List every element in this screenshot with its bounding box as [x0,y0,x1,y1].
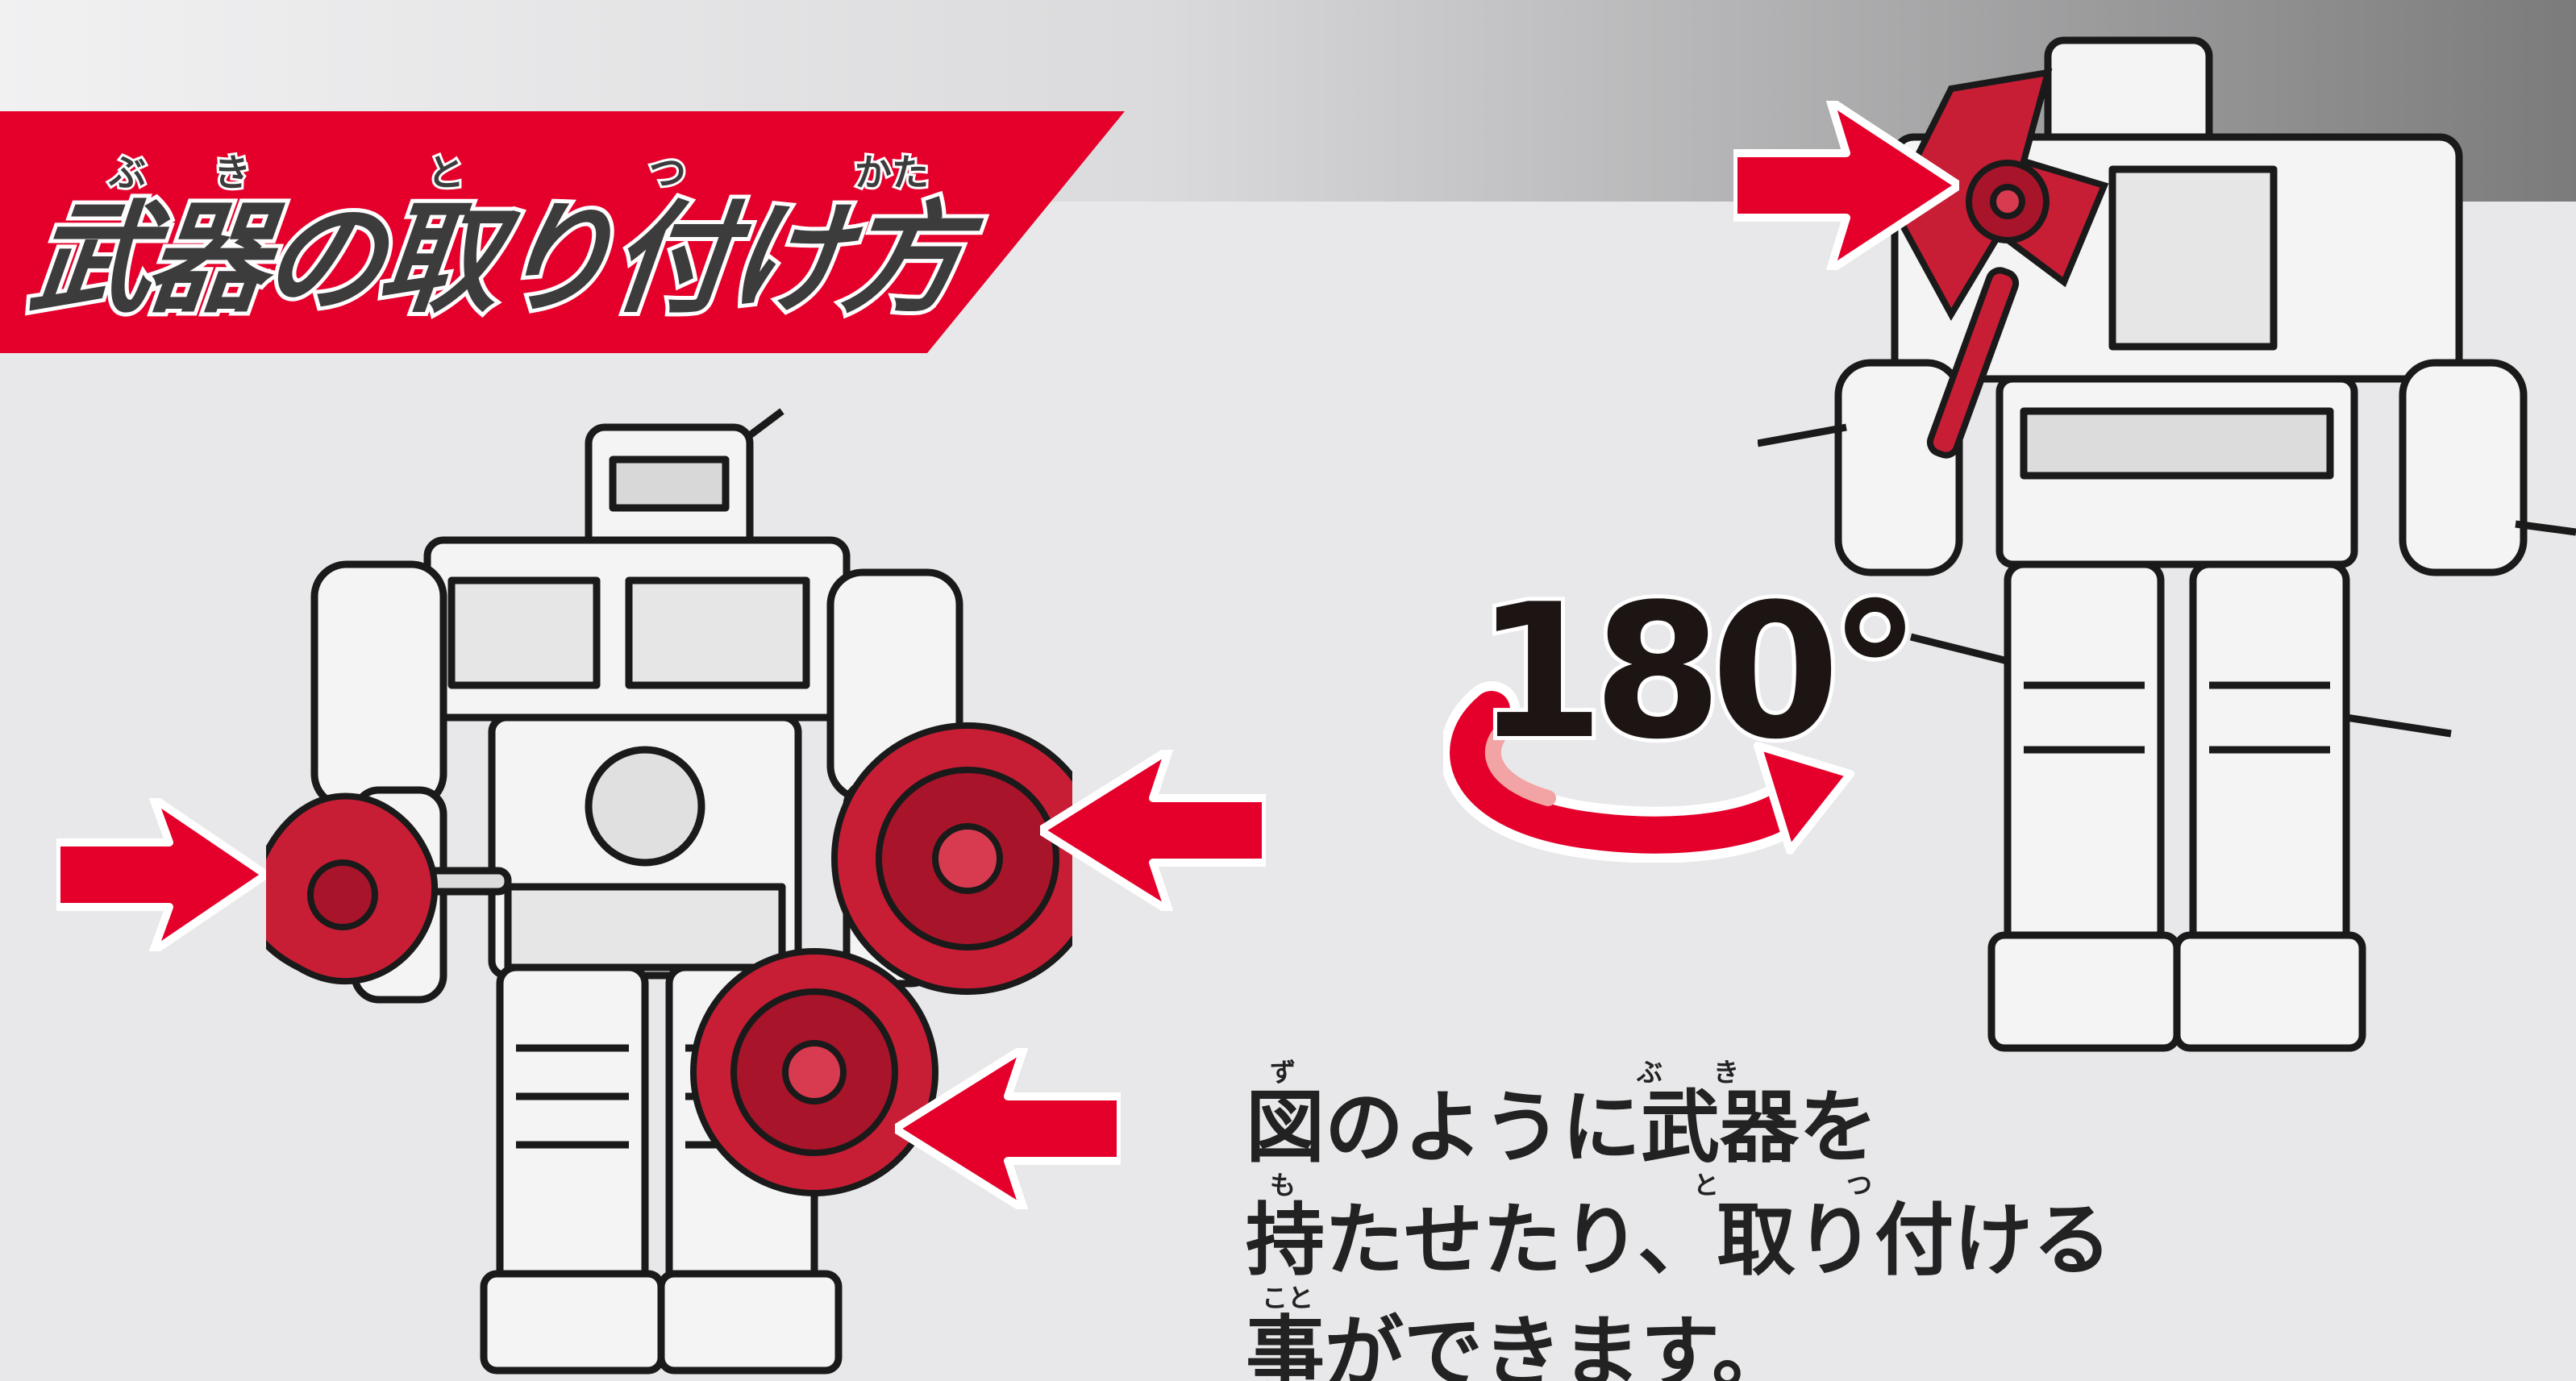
title-banner-shape [0,111,1125,353]
instruction-line-2-text: 持たせたり、取り付ける [1246,1195,2112,1287]
ruby-bu: ぶ [1637,1057,1663,1088]
title-ruby-tsu: つ [647,148,689,197]
pointer-arrow-icon [1040,750,1266,911]
pointer-arrow-icon [895,1048,1121,1209]
title-ruby-kata: かた [852,148,931,197]
instruction-line-3: 事ができます。 こと [1246,1285,2133,1381]
instruction-text: 図のように武器を ず ぶ き 持たせたり、取り付ける も と つ 事ができます。… [1246,1059,2133,1381]
ruby-to: と [1693,1170,1720,1200]
instruction-line-3-text: 事ができます。 [1246,1308,1792,1381]
pointer-arrow-icon [56,798,266,951]
ruby-mo: も [1270,1170,1296,1200]
robot-front-illustration [266,403,1072,1381]
pointer-arrow-icon [1733,101,1959,270]
ruby-ki: き [1713,1057,1740,1088]
rotation-arrow-icon [1443,681,1854,863]
robot-back-illustration [1758,24,2576,1064]
ruby-tsu: つ [1846,1170,1873,1200]
title-banner [0,0,1145,371]
ruby-zu: ず [1270,1057,1296,1088]
title-ruby-bu: ぶ [106,148,148,197]
title-ruby-ki: き [211,148,253,197]
page-title: 武器の取り付け方 [19,185,971,334]
title-ruby-to: と [425,148,467,197]
instruction-line-1: 図のように武器を ず ぶ き [1246,1059,2133,1167]
rotation-label: 180° [1471,565,1925,780]
instruction-line-2: 持たせたり、取り付ける も と つ [1246,1172,2133,1280]
ruby-koto: こと [1262,1283,1314,1313]
instruction-line-1-text: 図のように武器を [1246,1082,1879,1174]
